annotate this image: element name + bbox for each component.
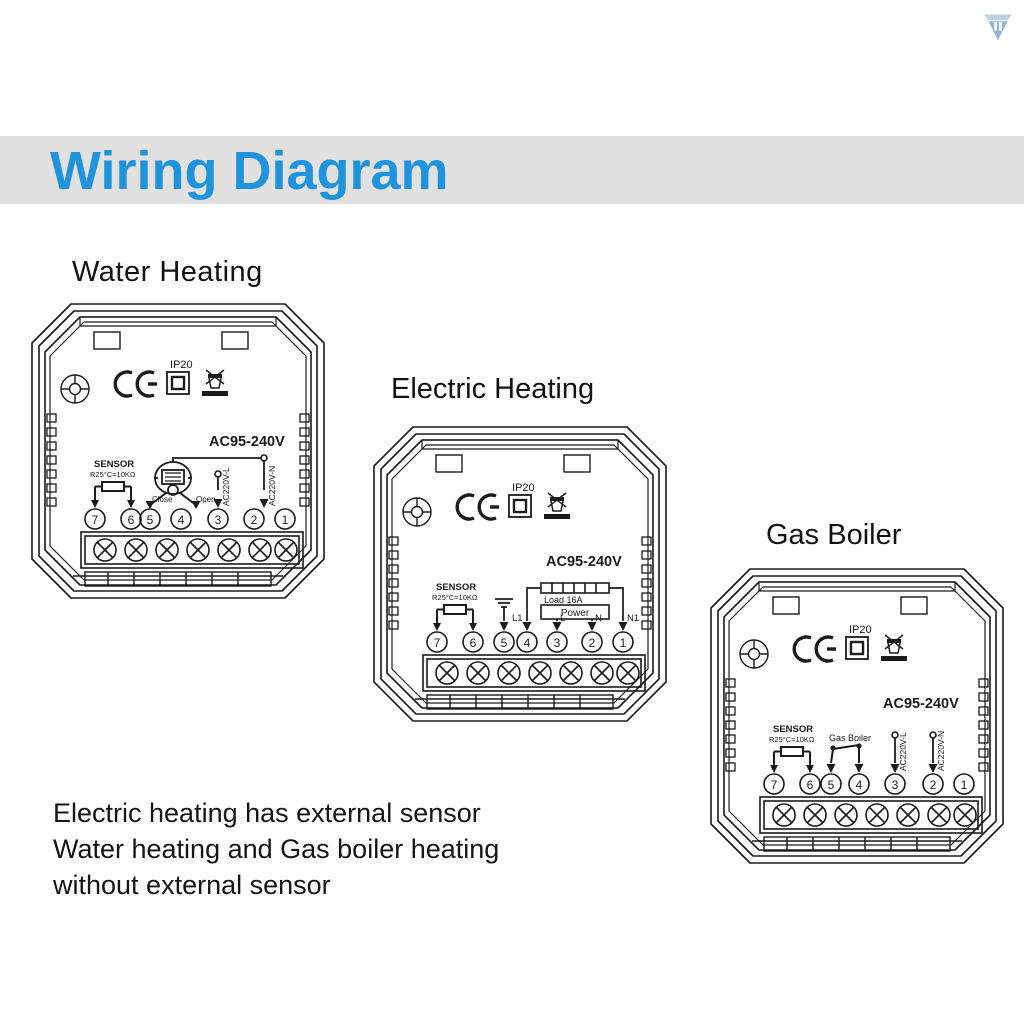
terminal-label-n1: N1 (627, 613, 639, 624)
vent-slots-left (725, 678, 736, 772)
earth-ground-icon (495, 598, 513, 621)
terminal-label-open: Open (196, 495, 216, 504)
terminal-label-ac220v-n: AC220V-N (267, 466, 277, 506)
terminal-number-2: 2 (251, 513, 258, 527)
terminal-number-4: 4 (856, 778, 863, 792)
terminal-number-1: 1 (961, 778, 968, 792)
terminal-number-2: 2 (589, 636, 596, 650)
terminal-number-3: 3 (554, 636, 561, 650)
motorised-valve-icon (154, 461, 192, 496)
ip20-square-icon (845, 636, 869, 660)
bottom-vent-rail (415, 694, 625, 710)
terminal-label-close: Close (152, 495, 173, 504)
terminal-label-l: L (560, 613, 565, 624)
terminal-label-n: N (595, 613, 602, 624)
terminal-number-3: 3 (215, 513, 222, 527)
terminal-number-6: 6 (128, 513, 135, 527)
sensor-resistor-icon (436, 604, 474, 626)
load-bar-icon (540, 582, 610, 594)
terminal-screws (93, 538, 298, 562)
vent-slots-right (641, 536, 652, 630)
terminal-label-ac220v-l: AC220V-L (898, 732, 908, 771)
header-band (0, 136, 1024, 204)
housing-knob-icon (402, 497, 432, 527)
terminal-numbers: 7 6 5 4 3 2 1 (84, 508, 296, 530)
terminal-number-7: 7 (92, 513, 99, 527)
sensor-resistor-icon (94, 481, 132, 503)
terminal-number-5: 5 (828, 778, 835, 792)
ce-mark-icon (455, 493, 499, 521)
sensor-title: SENSOR (436, 582, 476, 593)
page-title: Wiring Diagram (50, 141, 449, 201)
terminal-number-3: 3 (892, 778, 899, 792)
terminal-number-7: 7 (771, 778, 778, 792)
bottom-vent-rail (73, 571, 283, 587)
terminal-number-4: 4 (178, 513, 185, 527)
terminal-block (422, 654, 646, 692)
section-title-water-heating: Water Heating (72, 256, 263, 288)
voltage-label: AC95-240V (883, 696, 959, 712)
ce-mark-icon (792, 635, 836, 663)
weee-bin-icon (202, 369, 228, 396)
terminal-label-ac220v-l: AC220V-L (221, 467, 231, 506)
terminal-number-1: 1 (620, 636, 627, 650)
terminal-number-7: 7 (434, 636, 441, 650)
load-label: Load 16A (544, 595, 583, 605)
ip20-square-icon (508, 494, 532, 518)
terminal-number-6: 6 (807, 778, 814, 792)
sensor-spec: R25°C=10KΩ (432, 593, 478, 602)
sensor-spec: R25°C=10KΩ (90, 470, 136, 479)
terminal-number-2: 2 (930, 778, 937, 792)
sensor-spec: R25°C=10KΩ (769, 735, 815, 744)
gas-boiler-switch-label: Gas Boiler (829, 733, 871, 743)
footer-notes: Electric heating has external sensor Wat… (53, 795, 499, 903)
vent-slots-left (388, 536, 399, 630)
terminal-label-l1: L1 (512, 613, 523, 624)
brand-logo-icon (979, 6, 1017, 44)
vent-slots-right (978, 678, 989, 772)
terminal-number-1: 1 (282, 513, 289, 527)
housing-knob-icon (739, 639, 769, 669)
terminal-numbers: 7 6 5 4 3 2 1 (426, 631, 634, 653)
terminal-number-5: 5 (501, 636, 508, 650)
ip-rating-label: IP20 (512, 482, 535, 494)
voltage-label: AC95-240V (546, 554, 622, 570)
power-label: Power (561, 608, 590, 619)
weee-bin-icon (544, 492, 570, 519)
terminal-number-5: 5 (147, 513, 154, 527)
note-line-2: Water heating and Gas boiler heating (53, 834, 500, 864)
ip-rating-label: IP20 (849, 624, 872, 636)
voltage-label: AC95-240V (209, 434, 285, 450)
ip20-square-icon (166, 371, 190, 395)
terminal-label-ac220v-n: AC220V-N (936, 731, 946, 771)
weee-bin-icon (881, 634, 907, 661)
sensor-resistor-icon (773, 746, 811, 768)
terminal-block (759, 796, 983, 834)
section-title-gas-boiler: Gas Boiler (766, 519, 902, 551)
terminal-number-4: 4 (524, 636, 531, 650)
terminal-block (80, 531, 304, 569)
vent-slots-left (46, 413, 57, 507)
note-line-3: without external sensor (53, 870, 331, 900)
vent-slots-right (299, 413, 310, 507)
device-gas-boiler: IP20 AC95 (707, 565, 1007, 867)
power-box (540, 604, 610, 620)
ce-mark-icon (113, 370, 157, 398)
device-electric-heating: IP20 AC95 (370, 423, 670, 725)
sensor-title: SENSOR (94, 459, 134, 470)
terminal-screws (772, 803, 977, 827)
bottom-vent-rail (752, 836, 962, 852)
terminal-number-6: 6 (470, 636, 477, 650)
terminal-screws (435, 661, 640, 685)
sensor-title: SENSOR (773, 724, 813, 735)
ip-rating-label: IP20 (170, 359, 193, 371)
section-title-electric-heating: Electric Heating (391, 373, 595, 405)
terminal-numbers: 7 6 5 4 3 2 1 (763, 773, 975, 795)
housing-knob-icon (60, 374, 90, 404)
device-water-heating: IP20 (28, 300, 328, 602)
note-line-1: Electric heating has external sensor (53, 798, 481, 828)
